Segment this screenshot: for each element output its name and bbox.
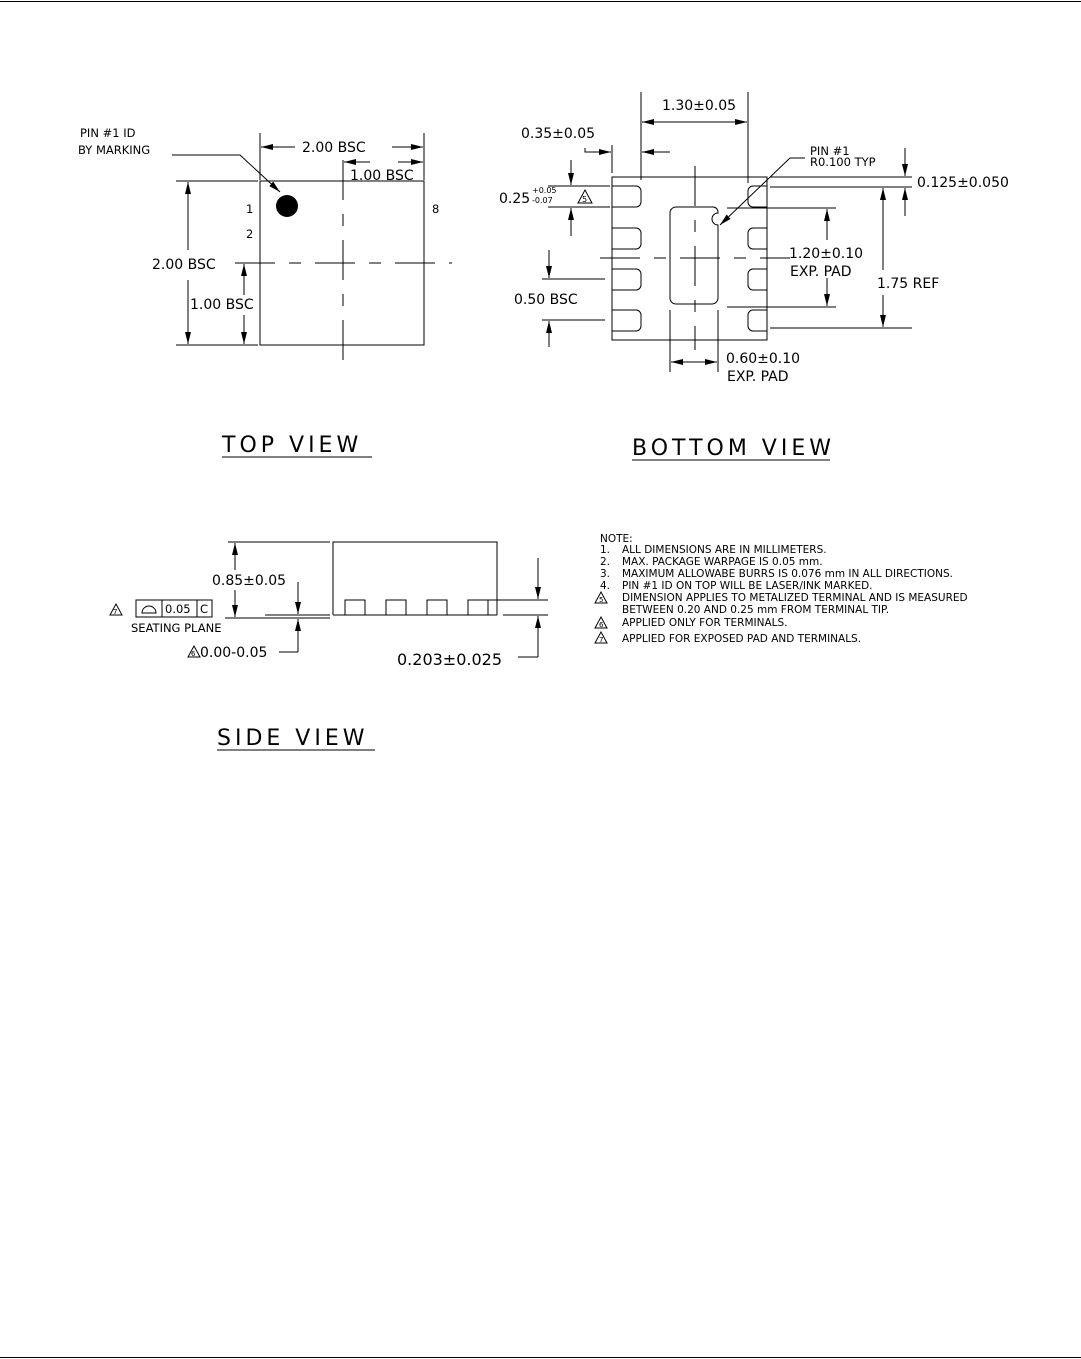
pin1-radius-label-line2: R0.100 TYP — [810, 155, 876, 169]
note-marker: 6 — [599, 621, 604, 629]
pin-2-number: 2 — [246, 227, 253, 241]
bottom-view: 1.30±0.05 0.35±0.05 0.25 +0.05 -0.07 5 0… — [499, 92, 1009, 461]
pin-1-number: 1 — [246, 202, 253, 216]
top-view-title: TOP VIEW — [221, 433, 362, 458]
note-marker: 2. — [600, 556, 610, 568]
terminals-left — [612, 185, 642, 332]
notes-heading: NOTE: — [600, 533, 633, 545]
bottom-view-title: BOTTOM VIEW — [632, 436, 835, 461]
note-5-triangle-icon — [594, 590, 608, 604]
surface-profile-icon — [141, 605, 157, 614]
note-marker: 4. — [600, 580, 610, 592]
flatness-callout: 0.05 C — [135, 599, 213, 618]
half-height-dimension: 1.00 BSC — [190, 297, 254, 313]
width-dimension: 2.00 BSC — [302, 140, 366, 156]
pin1-id-label-line2: BY MARKING — [78, 143, 150, 157]
note-text: PIN #1 ID ON TOP WILL BE LASER/INK MARKE… — [622, 580, 873, 592]
pin1-marker-dot — [276, 195, 298, 217]
terminals-right — [747, 185, 767, 332]
pin1-radius-label: PIN #1 — [810, 144, 850, 158]
pad-height-note: EXP. PAD — [790, 264, 852, 280]
package-side-outline — [332, 541, 498, 615]
terminal-width-dimension: 0.25 — [499, 191, 530, 207]
note-marker: 3. — [600, 568, 610, 580]
terminal-width-tol-plus: +0.05 — [532, 186, 557, 195]
seating-plane-label: SEATING PLANE — [131, 621, 221, 635]
package-height-dimension: 0.85±0.05 — [212, 573, 286, 589]
note-text: APPLIED FOR EXPOSED PAD AND TERMINALS. — [622, 633, 861, 645]
terminal-span-dimension: 1.30±0.05 — [662, 98, 736, 114]
note-text: ALL DIMENSIONS ARE IN MILLIMETERS. — [622, 544, 827, 556]
note-text: APPLIED ONLY FOR TERMINALS. — [622, 617, 788, 629]
edge-distance-dimension: 0.125±0.050 — [917, 175, 1009, 191]
terminal-width-tol-minus: -0.07 — [532, 196, 553, 205]
note-text: DIMENSION APPLIES TO METALIZED TERMINAL … — [622, 592, 968, 604]
exposed-pad — [669, 206, 719, 305]
note-text: MAXIMUM ALLOWABE BURRS IS 0.076 mm IN AL… — [622, 568, 953, 580]
flatness-datum: C — [200, 602, 208, 616]
note-text: MAX. PACKAGE WARPAGE IS 0.05 mm. — [622, 556, 823, 568]
top-view: PIN #1 ID BY MARKING 2.00 BSC 1.00 BSC 2… — [78, 126, 452, 458]
note-marker: 7 — [599, 636, 603, 644]
pad-width-note: EXP. PAD — [727, 369, 789, 385]
side-view: 0.85±0.05 6 0.00-0.05 7 0.05 C SEATING P… — [109, 541, 548, 751]
pad-width-dimension: 0.60±0.10 — [726, 351, 800, 367]
side-view-title: SIDE VIEW — [217, 726, 368, 751]
note-7-triangle-icon: 7 — [113, 608, 117, 616]
height-dimension: 2.00 BSC — [152, 257, 216, 273]
note-marker: 1. — [600, 544, 610, 556]
note-text: BETWEEN 0.20 AND 0.25 mm FROM TERMINAL T… — [622, 604, 889, 616]
notes-block: NOTE: 1. ALL DIMENSIONS ARE IN MILLIMETE… — [594, 533, 968, 645]
pitch-dimension: 0.50 BSC — [514, 292, 578, 308]
note-6-triangle-icon — [594, 615, 608, 629]
pin1-leader — [172, 154, 281, 193]
terminal-length-dimension: 0.35±0.05 — [521, 126, 595, 142]
terminal-thickness-dimension: 0.203±0.025 — [397, 650, 502, 669]
standoff-dimension: 0.00-0.05 — [200, 645, 267, 661]
note-7-triangle-icon — [594, 630, 608, 644]
reference-dimension: 1.75 REF — [877, 276, 939, 292]
pin1-id-label: PIN #1 ID — [80, 126, 136, 140]
flatness-value: 0.05 — [165, 602, 191, 616]
note-6-triangle-icon: 6 — [191, 650, 196, 658]
half-width-dimension: 1.00 BSC — [350, 168, 414, 184]
pad-height-dimension: 1.20±0.10 — [789, 246, 863, 262]
pin-8-number: 8 — [432, 202, 439, 216]
side-terminals — [344, 599, 489, 616]
note-marker: 5 — [599, 596, 603, 604]
note-5-triangle-icon: 5 — [582, 195, 587, 204]
